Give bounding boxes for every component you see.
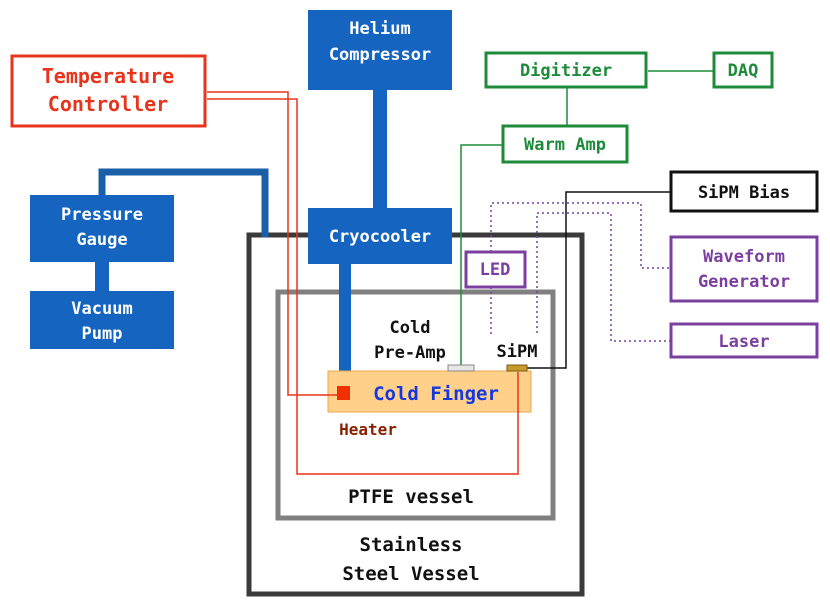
daq-box: DAQ	[712, 51, 774, 89]
laser-label: Laser	[718, 332, 769, 352]
heater-block	[337, 386, 350, 400]
waveform-generator-label-line-1: Waveform	[703, 247, 785, 267]
cold-preamp-label-line-2: Pre-Amp	[374, 343, 446, 363]
sipm-chip	[506, 364, 528, 372]
helium-compressor-box: Helium Compressor	[308, 10, 452, 90]
led-label: LED	[480, 260, 511, 280]
pressure-gauge-box: Pressure Gauge	[30, 195, 174, 262]
temp-controller-heater-wire	[207, 91, 337, 396]
helium-compressor-label-line-1: Helium	[349, 19, 410, 39]
daq-label: DAQ	[728, 61, 759, 81]
laser-box: Laser	[669, 322, 819, 359]
vacuum-pump-label-line-1: Vacuum	[71, 299, 132, 319]
temperature-controller-box: Temperature Controller	[10, 54, 207, 128]
cold-finger	[327, 370, 532, 413]
ptfe-vessel-label: PTFE vessel	[348, 486, 474, 508]
compressor-to-cryocooler-pipe	[373, 90, 387, 208]
cryocooler-box: Cryocooler	[308, 208, 452, 264]
sipm-bias-label: SiPM Bias	[698, 183, 790, 203]
cold-finger-label: Cold Finger	[373, 383, 499, 405]
preamp-chip	[447, 364, 475, 372]
gauge-vacuum-line	[98, 168, 269, 237]
warm-amp-label: Warm Amp	[524, 135, 606, 155]
heater-label: Heater	[339, 420, 397, 439]
digitizer-label: Digitizer	[520, 61, 612, 81]
waveform-generator-label-line-2: Generator	[698, 272, 790, 292]
sipm-label: SiPM	[497, 342, 538, 362]
temp-controller-sensor-wire	[207, 98, 519, 475]
helium-compressor-label-line-2: Compressor	[329, 45, 431, 65]
ptfe-vessel	[275, 289, 556, 521]
warm-amp-to-preamp-wire	[460, 144, 503, 366]
cryocooler-label: Cryocooler	[329, 227, 431, 247]
cryocooler-to-cold-finger-pipe	[339, 262, 351, 372]
sipm-bias-wire	[524, 191, 671, 369]
cold-preamp-label-line-1: Cold	[390, 318, 431, 338]
digitizer-box: Digitizer	[484, 51, 648, 89]
sipm-bias-box: SiPM Bias	[669, 170, 819, 213]
laser-line	[536, 212, 671, 342]
stainless-steel-vessel-label-line-2: Steel Vessel	[342, 563, 479, 585]
pressure-gauge-label-line-2: Gauge	[76, 230, 127, 250]
vacuum-pump-box: Vacuum Pump	[30, 291, 174, 349]
vacuum-pump-label-line-2: Pump	[82, 324, 123, 344]
gauge-to-pump-pipe	[95, 262, 109, 292]
stainless-steel-vessel-label-line-1: Stainless	[360, 534, 463, 556]
warm-amp-box: Warm Amp	[501, 124, 629, 164]
temperature-controller-label-line-2: Controller	[48, 92, 168, 116]
pressure-gauge-label-line-1: Pressure	[61, 205, 143, 225]
led-box: LED	[464, 250, 527, 289]
temperature-controller-label-line-1: Temperature	[42, 64, 174, 88]
waveform-generator-box: Waveform Generator	[669, 235, 819, 303]
